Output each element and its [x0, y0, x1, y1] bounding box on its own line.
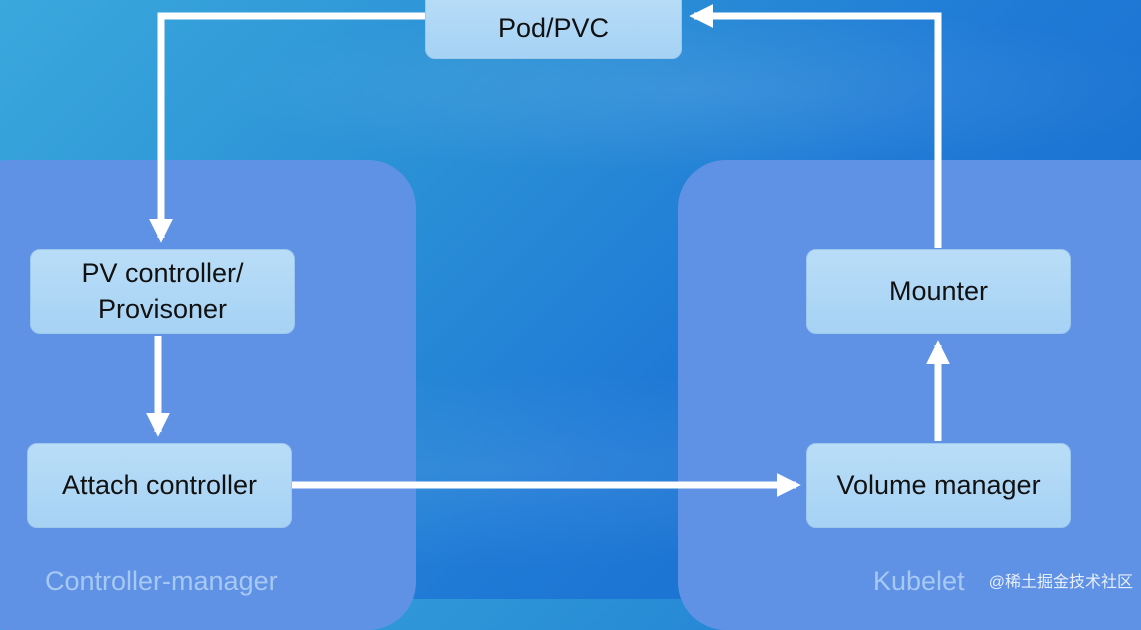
- arrow-mounter-to-pod: [689, 4, 942, 248]
- pod-pvc-label: Pod/PVC: [497, 12, 610, 43]
- pv-controller-label-line1: PV controller/: [81, 258, 244, 289]
- watermark-text: @稀土掘金技术社区: [988, 574, 1133, 591]
- controller-manager-label: Controller-manager: [45, 566, 278, 596]
- attach-controller-node: Attach controller: [27, 443, 292, 528]
- attach-controller-label: Attach controller: [61, 469, 258, 500]
- volume-manager-label: Volume manager: [836, 469, 1041, 500]
- arrow-pod-to-pv-controller: [149, 12, 425, 243]
- volume-manager-node: Volume manager: [806, 443, 1071, 528]
- kubelet-label: Kubelet: [873, 566, 965, 596]
- mounter-node: Mounter: [806, 249, 1071, 334]
- flow-arrows: [146, 4, 950, 497]
- kubelet-group: [678, 160, 1141, 630]
- mounter-label: Mounter: [888, 275, 989, 306]
- controller-manager-group: [0, 160, 416, 630]
- pv-controller-node: PV controller/ Provisoner: [30, 249, 295, 334]
- pv-controller-label-line2: Provisoner: [97, 293, 228, 324]
- pod-pvc-node: Pod/PVC: [425, 0, 682, 59]
